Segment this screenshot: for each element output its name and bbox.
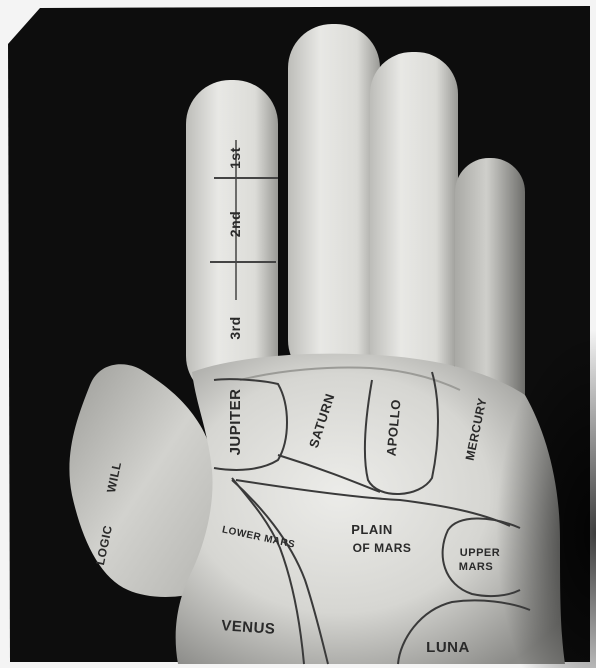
- mount-label-plain: PLAIN: [351, 522, 393, 537]
- index-finger: [186, 80, 278, 400]
- mount-label-of-mars: OF MARS: [353, 541, 412, 555]
- phalange-label-3rd: 3rd: [227, 316, 243, 339]
- mount-label-upper-mars: MARS: [459, 561, 493, 573]
- mount-label-upper: UPPER: [460, 547, 500, 559]
- shadow-right: [430, 330, 596, 668]
- mount-label-jupiter: JUPITER: [227, 389, 244, 456]
- phalange-label-1st: 1st: [227, 147, 243, 169]
- middle-finger: [288, 24, 380, 384]
- phalange-label-2nd: 2nd: [227, 211, 243, 237]
- mount-label-luna: LUNA: [426, 639, 470, 656]
